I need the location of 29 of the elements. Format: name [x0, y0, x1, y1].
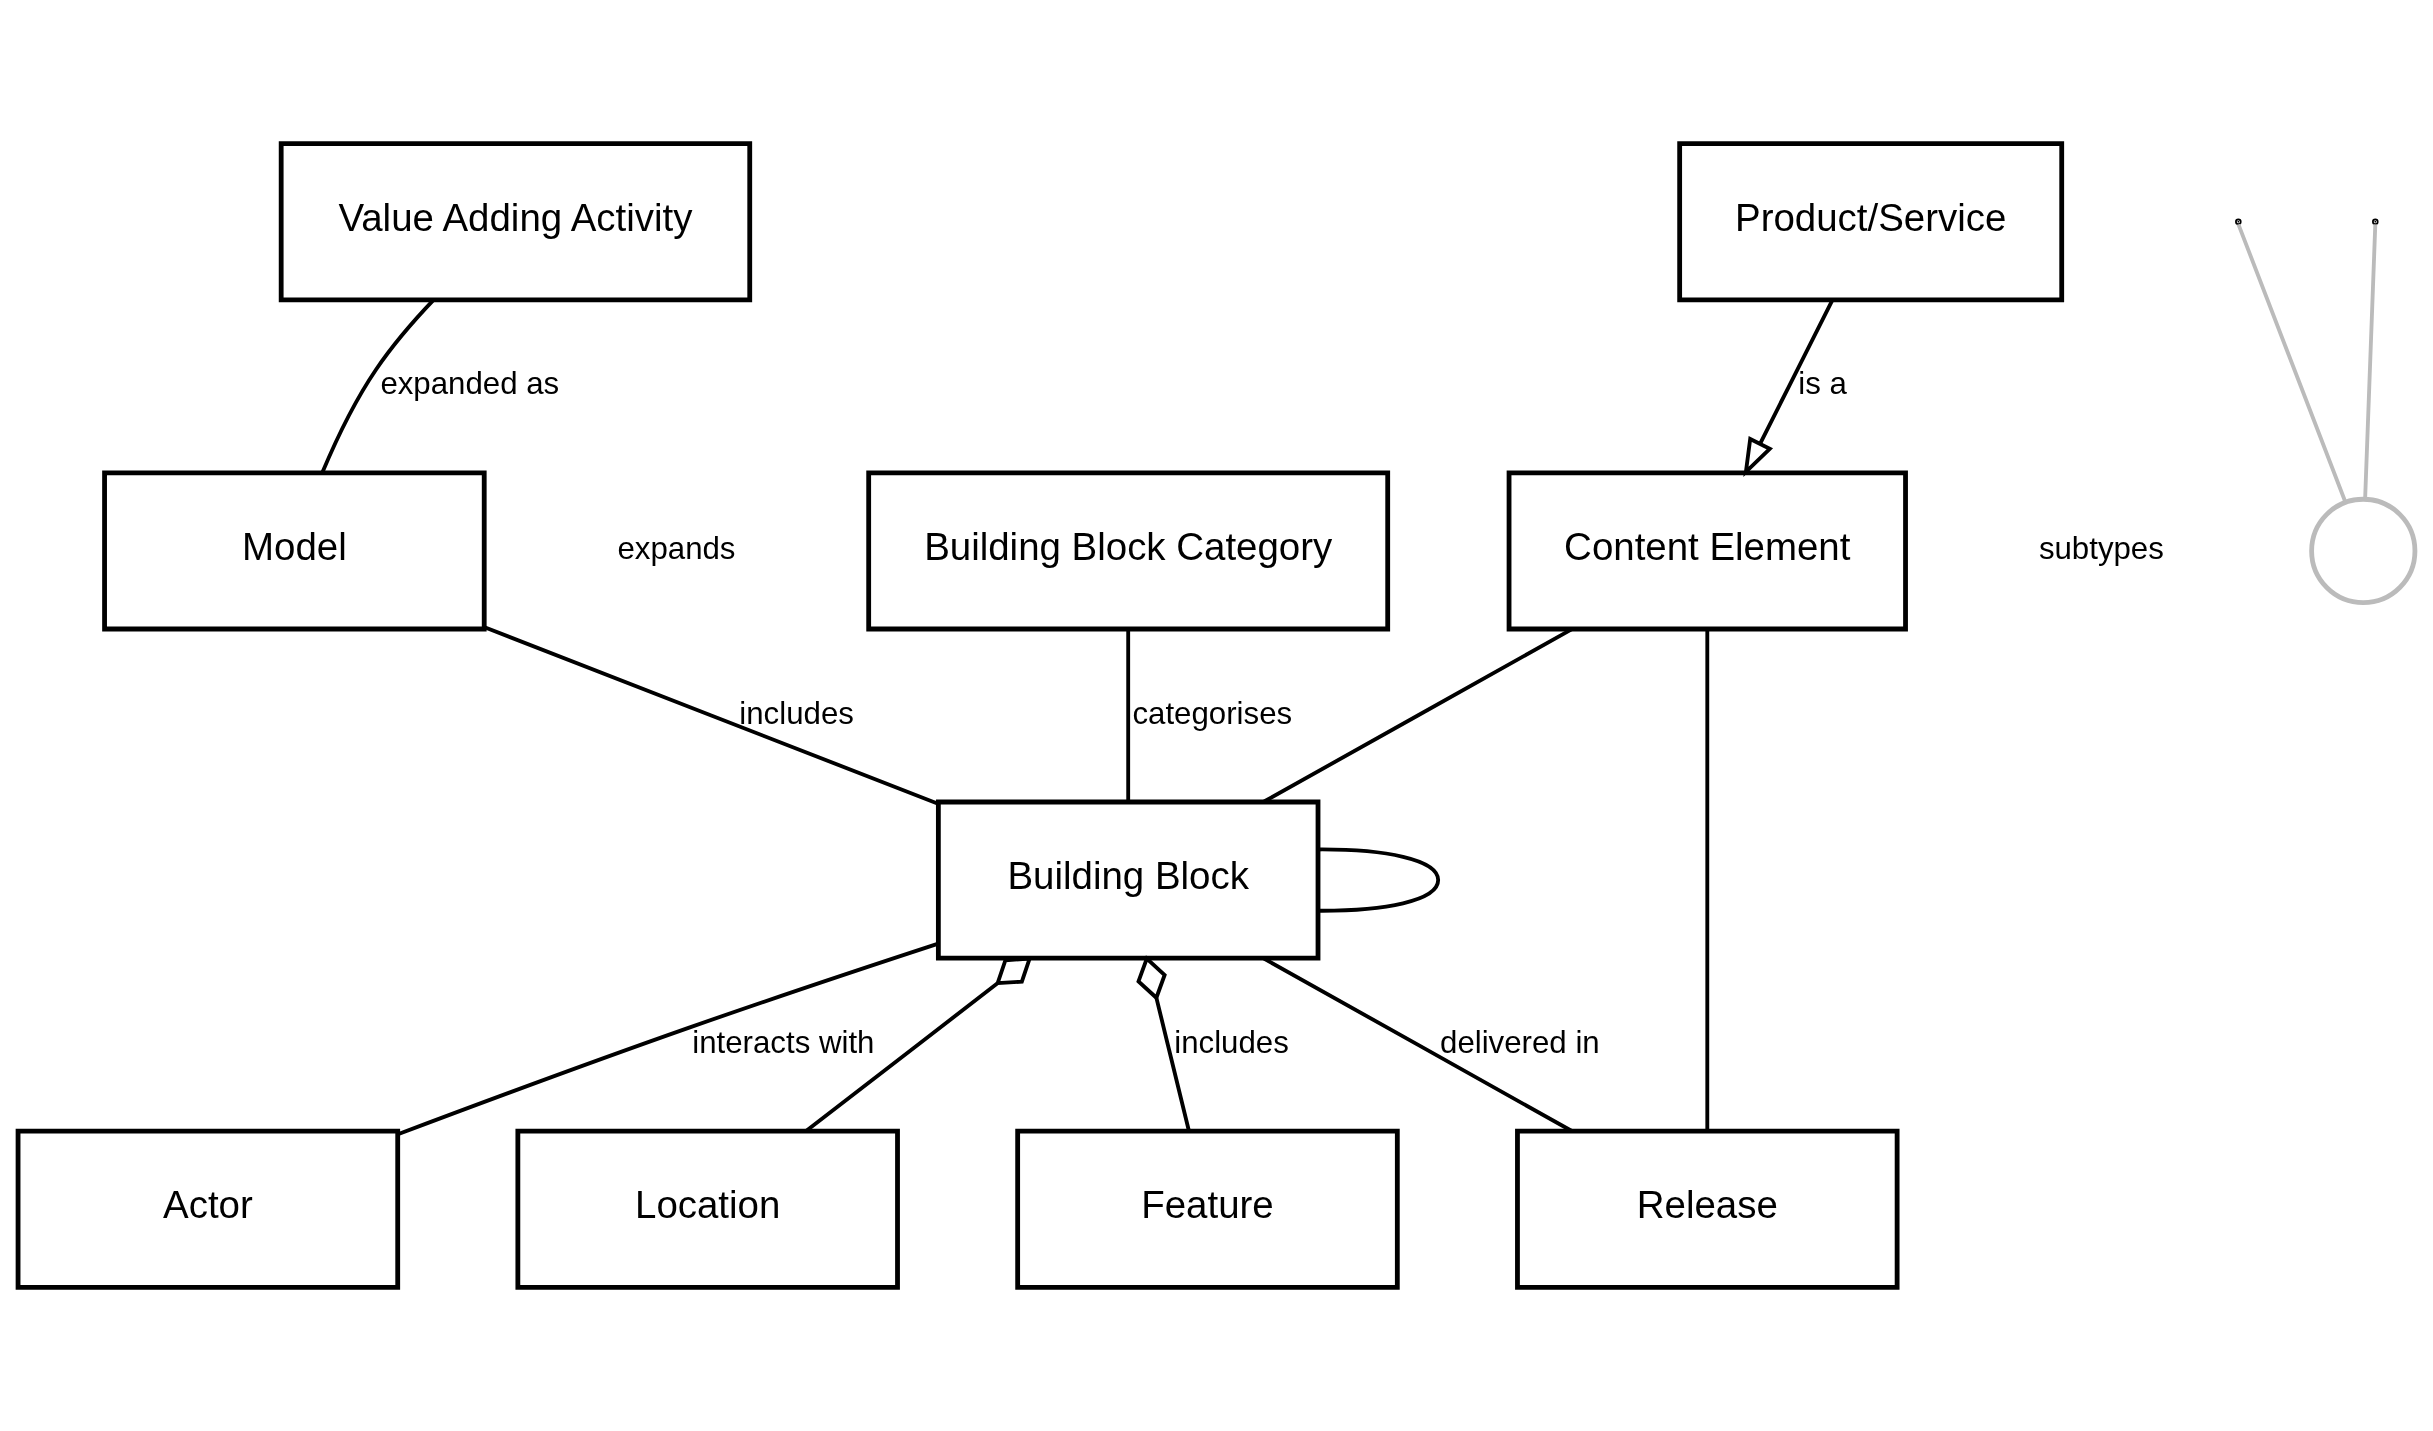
- node-box: Location: [515, 1128, 900, 1290]
- edge-label: categorises: [1132, 695, 1293, 731]
- connector: [483, 625, 939, 806]
- edge-label: expanded as: [380, 366, 560, 402]
- connector: [397, 941, 939, 1137]
- edge-label: is a: [1798, 366, 1847, 402]
- node-box: Content Element: [1506, 470, 1908, 632]
- connector: [1318, 847, 1441, 913]
- node-box: Feature: [1015, 1128, 1400, 1290]
- connector: [1705, 629, 1710, 1132]
- arrow: [1743, 299, 1835, 477]
- node-box: Model: [102, 470, 487, 632]
- edge-label: interacts with: [692, 1024, 875, 1060]
- connector: [1126, 629, 1131, 801]
- node-box: Actor: [15, 1128, 401, 1290]
- connector: [1136, 955, 1191, 1131]
- node-circle: [2309, 496, 2418, 605]
- node-box: Release: [1515, 1128, 1900, 1290]
- label: subtypes: [2038, 531, 2164, 567]
- edge-label: delivered in: [1440, 1024, 1600, 1060]
- label: expands: [617, 531, 736, 567]
- node-box: Product/Service: [1677, 141, 2065, 303]
- edge-label: includes: [1174, 1024, 1289, 1060]
- node-box: Value Adding Activity: [278, 141, 753, 303]
- node-box: Building Block: [935, 799, 1321, 961]
- connector: [2363, 224, 2378, 500]
- node-box: Building Block Category: [866, 470, 1391, 632]
- connector: [2236, 223, 2348, 503]
- edge-label: includes: [739, 695, 854, 731]
